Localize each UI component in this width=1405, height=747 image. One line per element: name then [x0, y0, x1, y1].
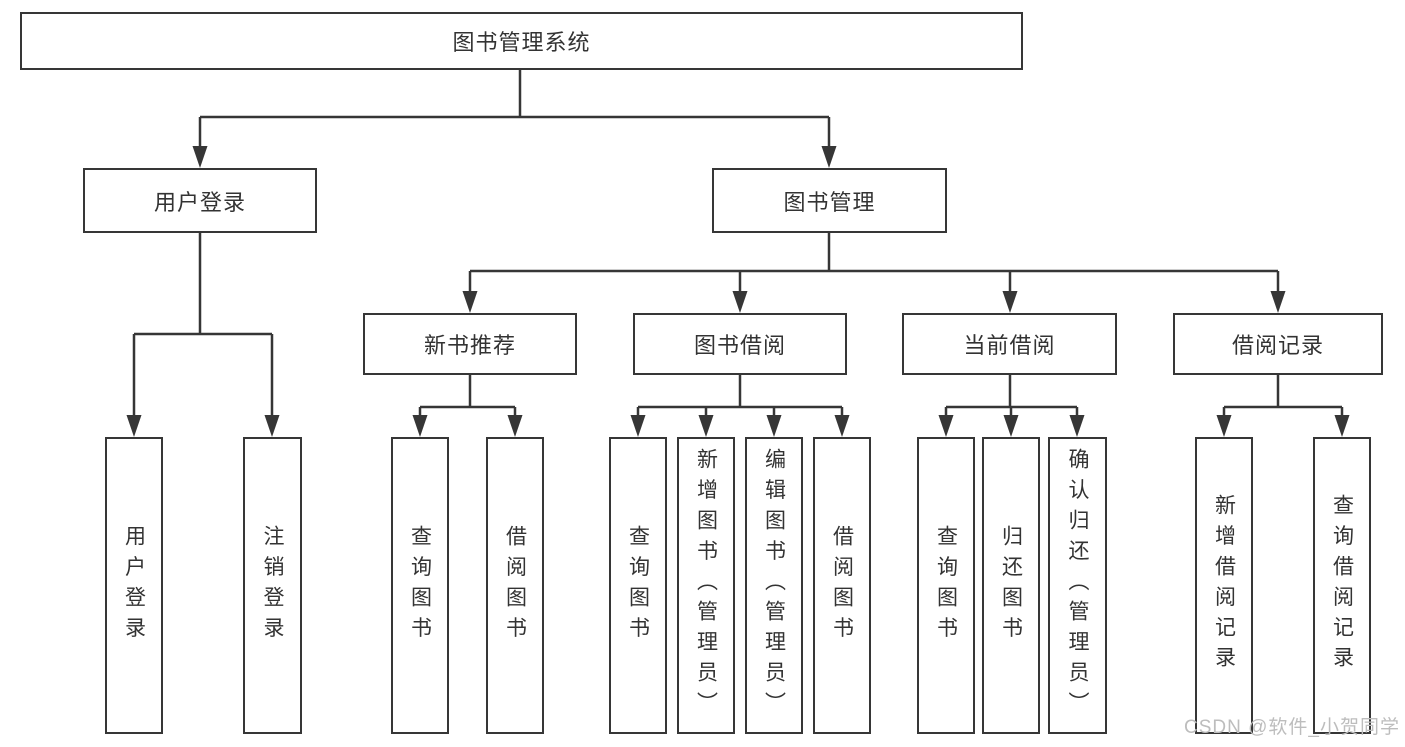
arrow-down-icon: [1002, 291, 1018, 313]
arrow-down-icon: [1270, 291, 1286, 313]
connector-current-to-leaves: [944, 375, 1079, 416]
node-root-system: 图书管理系统: [20, 12, 1023, 70]
watermark: CSDN @软件_小贺同学: [1184, 717, 1400, 738]
arrow-down-icon: [698, 415, 714, 437]
connector-root-to-branches: [198, 70, 831, 147]
arrow-down-icon: [766, 415, 782, 437]
arrow-down-icon: [462, 291, 478, 313]
leaf-user-login: 用户登录: [105, 437, 163, 734]
leaf-logout-login: 注销登录: [243, 437, 302, 734]
node-book-borrowing: 图书借阅: [633, 313, 847, 375]
leaf-borrow-query-books: 查询图书: [609, 437, 667, 734]
arrow-down-icon: [507, 415, 523, 437]
node-new-book-recommend: 新书推荐: [363, 313, 577, 375]
arrow-down-icon: [192, 146, 208, 168]
connector-login-to-leaves: [132, 233, 274, 416]
node-user-login-branch: 用户登录: [83, 168, 317, 233]
connector-borrow-to-leaves: [636, 375, 844, 416]
arrow-down-icon: [264, 415, 280, 437]
leaf-query-borrow-record: 查询借阅记录: [1313, 437, 1371, 734]
connector-mgmt-to-sections: [468, 233, 1280, 292]
leaf-recommend-borrow-books: 借阅图书: [486, 437, 544, 734]
arrow-down-icon: [126, 415, 142, 437]
node-current-borrowing: 当前借阅: [902, 313, 1117, 375]
leaf-borrow-borrow-books: 借阅图书: [813, 437, 871, 734]
node-borrowing-records: 借阅记录: [1173, 313, 1383, 375]
arrow-down-icon: [630, 415, 646, 437]
arrow-down-icon: [1069, 415, 1085, 437]
leaf-confirm-return-admin: 确认归还（管理员）: [1048, 437, 1107, 734]
node-book-management-branch: 图书管理: [712, 168, 947, 233]
leaf-edit-books-admin: 编辑图书（管理员）: [745, 437, 803, 734]
leaf-current-query-books: 查询图书: [917, 437, 975, 734]
leaf-recommend-query-books: 查询图书: [391, 437, 449, 734]
arrow-down-icon: [1216, 415, 1232, 437]
connector-records-to-leaves: [1222, 375, 1344, 416]
arrow-down-icon: [732, 291, 748, 313]
connector-recommend-to-leaves: [418, 375, 517, 416]
arrow-down-icon: [938, 415, 954, 437]
leaf-add-borrow-record: 新增借阅记录: [1195, 437, 1253, 734]
arrow-down-icon: [834, 415, 850, 437]
arrow-down-icon: [412, 415, 428, 437]
leaf-return-books: 归还图书: [982, 437, 1040, 734]
leaf-add-books-admin: 新增图书（管理员）: [677, 437, 735, 734]
arrow-down-icon: [1334, 415, 1350, 437]
arrow-down-icon: [821, 146, 837, 168]
arrow-down-icon: [1003, 415, 1019, 437]
